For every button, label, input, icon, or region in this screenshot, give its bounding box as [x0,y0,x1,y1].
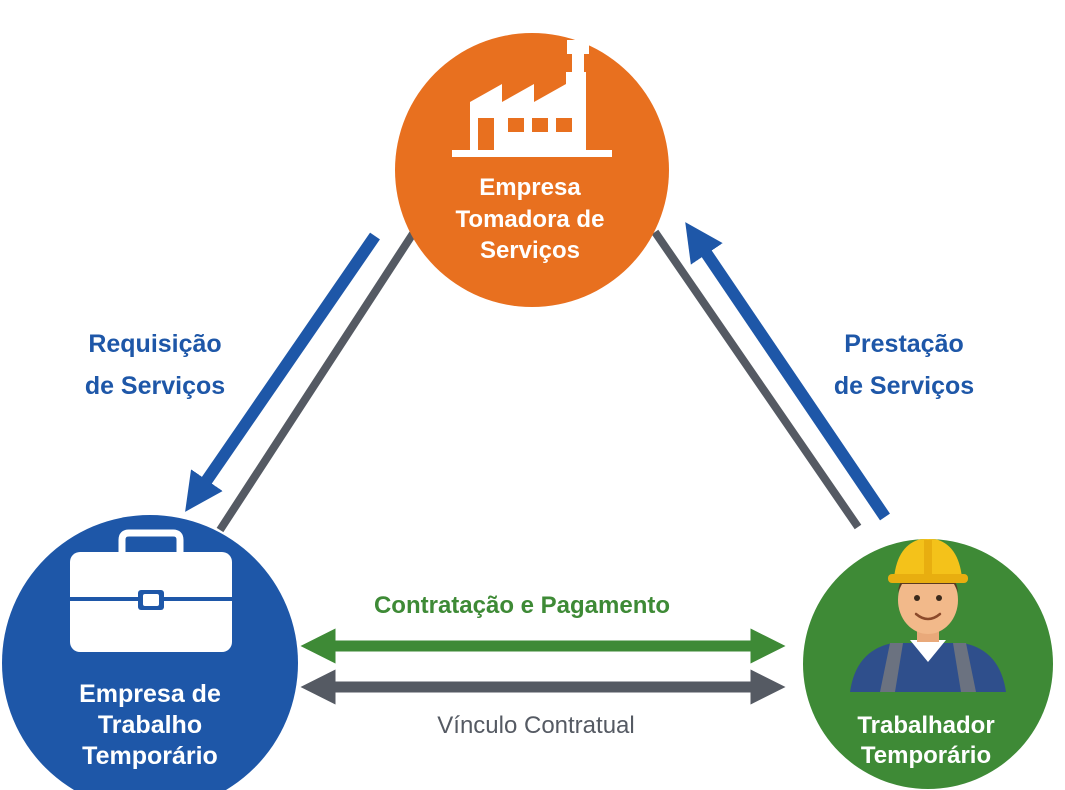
label-requisicao: Requisição de Serviços [85,330,225,400]
worker-icon [850,539,1006,692]
node-tomadora-line3: Serviços [480,237,580,264]
node-trabalho-temporario-line2: Trabalho [98,711,202,739]
node-trabalho-temporario: Empresa de Trabalho Temporário [2,515,298,790]
node-trabalhador: Trabalhador Temporário [803,539,1053,789]
arrow-prestacao [685,222,890,521]
label-prestacao-line1: Prestação [844,330,964,358]
node-tomadora: Empresa Tomadora de Serviços [395,33,669,307]
node-trabalhador-line1: Trabalhador [857,712,994,739]
node-trabalho-temporario-line3: Temporário [82,742,218,770]
node-trabalhador-line2: Temporário [861,742,991,769]
node-tomadora-line1: Empresa [479,174,581,201]
label-prestacao: Prestação de Serviços [834,330,974,400]
connector-gray-left [216,229,418,533]
label-vinculo: Vínculo Contratual [437,712,634,739]
arrow-requisicao [185,232,380,512]
label-prestacao-line2: de Serviços [834,372,974,400]
connector-gray-right [651,229,862,530]
factory-windows [478,118,572,150]
label-requisicao-line1: Requisição [88,330,221,358]
label-requisicao-line2: de Serviços [85,372,225,400]
briefcase-icon [70,529,232,652]
label-contratacao: Contratação e Pagamento [374,592,670,619]
node-tomadora-line2: Tomadora de [456,206,605,233]
node-tomadora-circle [395,33,669,307]
node-trabalho-temporario-line1: Empresa de [79,680,221,708]
